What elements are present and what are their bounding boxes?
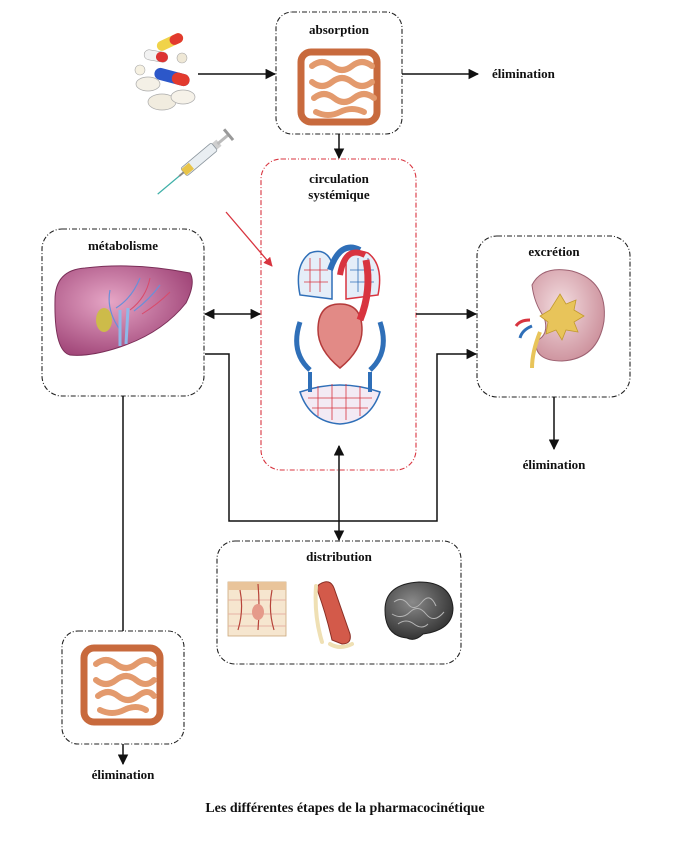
diagram-caption: Les différentes étapes de la pharmacocin… xyxy=(205,801,484,816)
elimination-label-metabolism: élimination xyxy=(92,767,156,782)
syringe-icon xyxy=(157,128,235,195)
pills-icon xyxy=(134,33,196,111)
excretion-label: excrétion xyxy=(528,244,580,259)
circulation-label-line2: systémique xyxy=(308,187,370,202)
kidney-icon xyxy=(514,269,605,369)
elimination-label-excretion: élimination xyxy=(523,457,587,472)
injection-arrow xyxy=(225,211,273,267)
muscle-icon xyxy=(313,581,354,649)
heart-lungs-icon xyxy=(294,244,386,425)
metabolism-excretion-connector xyxy=(205,348,478,522)
skin-icon xyxy=(227,581,287,637)
circulation-label-line1: circulation xyxy=(309,171,369,186)
metabolism-label: métabolisme xyxy=(88,238,158,253)
intestine-icon-feces xyxy=(80,644,164,726)
liver-icon xyxy=(54,265,193,356)
intestine-icon xyxy=(297,48,381,126)
elimination-label-absorption: élimination xyxy=(492,66,556,81)
brain-icon xyxy=(384,581,454,640)
absorption-label: absorption xyxy=(309,22,370,37)
distribution-label: distribution xyxy=(306,549,373,564)
